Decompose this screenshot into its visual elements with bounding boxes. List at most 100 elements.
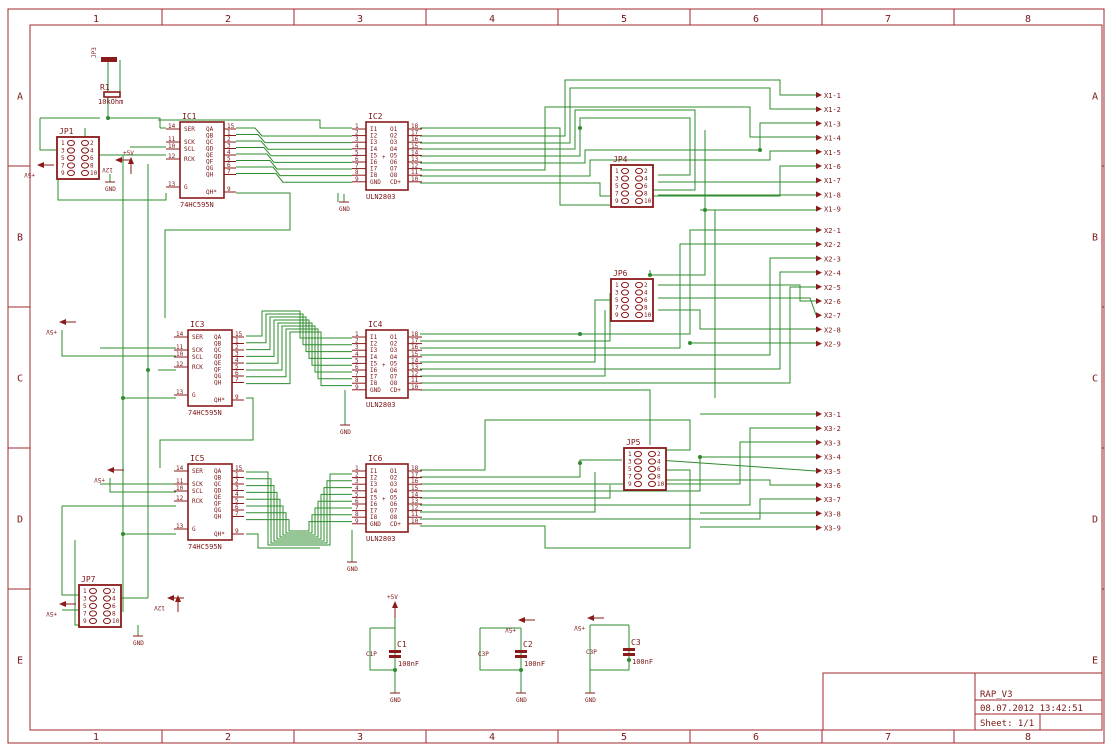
ic-ref: IC6 [368, 454, 383, 463]
pin-name: QE [206, 152, 214, 159]
header-pad [621, 289, 629, 296]
wire [420, 165, 816, 197]
header-pin-number: 7 [83, 611, 87, 618]
pin-name: I7 [370, 508, 378, 515]
wire [246, 310, 352, 339]
output-label: X1-4 [824, 135, 841, 143]
pin-header [78, 584, 122, 628]
header-pad [621, 296, 629, 304]
pin-number: 2 [235, 344, 239, 351]
pin-number: 10 [176, 485, 184, 492]
wire [246, 322, 352, 366]
header-ref: JP6 [613, 269, 628, 278]
pin-number: 8 [355, 169, 359, 176]
column-label: 7 [885, 732, 891, 743]
pin-name: G [192, 526, 196, 533]
output-label: X2-5 [824, 284, 841, 292]
pin-name: O5 [390, 360, 398, 367]
pin-number: 9 [355, 176, 359, 183]
header-pin-number: 1 [615, 282, 619, 289]
ic-part: 74HC595N [180, 201, 214, 209]
header-pin-number: 8 [657, 474, 661, 481]
output-label: X2-4 [824, 270, 841, 278]
pin-name: I4 [370, 146, 378, 153]
pin-number: 4 [227, 149, 231, 156]
output-label: X2-3 [824, 255, 841, 263]
header-pin-number: 5 [615, 297, 619, 304]
junction-dot [393, 668, 397, 672]
wire [164, 192, 291, 318]
header-pad [621, 175, 629, 182]
capacitor-plate [389, 650, 401, 653]
pin-number: 6 [355, 498, 359, 505]
pin-number: 2 [355, 130, 359, 137]
pin-name: O4 [390, 354, 398, 361]
capacitor-pin-label: C1P [366, 651, 377, 658]
ic-part: ULN2803 [366, 401, 396, 409]
header-pin-number: 9 [615, 198, 619, 205]
pin-name: QA [206, 126, 214, 133]
wire [420, 150, 816, 177]
header-ref: JP1 [59, 127, 74, 136]
ic-ref: IC1 [182, 112, 197, 121]
pin-name: I8 [370, 514, 378, 521]
header-pin-number: 7 [61, 163, 65, 170]
header-pad [621, 167, 629, 175]
pin-name: O2 [390, 341, 398, 348]
pin-name: QF [214, 367, 222, 374]
pin-number: 11 [176, 478, 184, 485]
output-terminal-icon [816, 255, 822, 262]
pin-number: 15 [411, 485, 419, 492]
wire [420, 122, 816, 164]
pin-name: QG [206, 165, 214, 172]
pin-number: 7 [227, 169, 231, 176]
output-terminal-icon [816, 467, 822, 474]
output-label: X3-2 [824, 425, 841, 433]
pin-number: 6 [355, 364, 359, 371]
pin-name: QG [214, 373, 222, 380]
power-label: +5V [123, 150, 134, 157]
junction-dot [578, 461, 582, 465]
common-mark: + [382, 496, 386, 503]
header-pin-number: 6 [644, 183, 648, 190]
output-terminal-icon [816, 106, 822, 113]
output-label: X1-5 [824, 149, 841, 157]
wire [246, 485, 352, 542]
header-pad [634, 450, 642, 458]
pin-number: 1 [355, 331, 359, 338]
wire [159, 397, 254, 468]
header-pin-number: 4 [644, 176, 648, 183]
header-pad [89, 595, 97, 602]
pin-name: O5 [390, 152, 398, 159]
pin-number: 17 [411, 472, 419, 479]
junction-dot [688, 341, 692, 345]
header-pad [89, 617, 97, 625]
output-terminal-icon [816, 134, 822, 141]
pin-number: 12 [176, 495, 184, 502]
pin-number: 7 [235, 377, 239, 384]
pin-number: 10 [411, 384, 419, 391]
pin-name: QH* [214, 397, 225, 404]
column-label: 1 [93, 14, 99, 25]
power-label: +5V [574, 624, 585, 631]
capacitor-pin-label: C3P [478, 651, 489, 658]
pin-name: O5 [390, 494, 398, 501]
pin-name: I8 [370, 380, 378, 387]
header-pad [635, 190, 643, 197]
header-pin-number: 2 [657, 451, 661, 458]
output-label: X3-9 [824, 525, 841, 533]
header-pad [634, 458, 642, 465]
gnd-label: GND [133, 640, 144, 647]
inner-border [29, 24, 1103, 731]
pin-number: 11 [411, 169, 419, 176]
pin-name: O7 [390, 374, 398, 381]
pin-name: SER [192, 468, 203, 475]
ic-ref: IC5 [190, 454, 205, 463]
pin-name: I3 [370, 481, 378, 488]
junction-dot [146, 368, 150, 372]
header-pad [89, 610, 97, 617]
wire [590, 625, 630, 671]
pin-number: 4 [355, 351, 359, 358]
